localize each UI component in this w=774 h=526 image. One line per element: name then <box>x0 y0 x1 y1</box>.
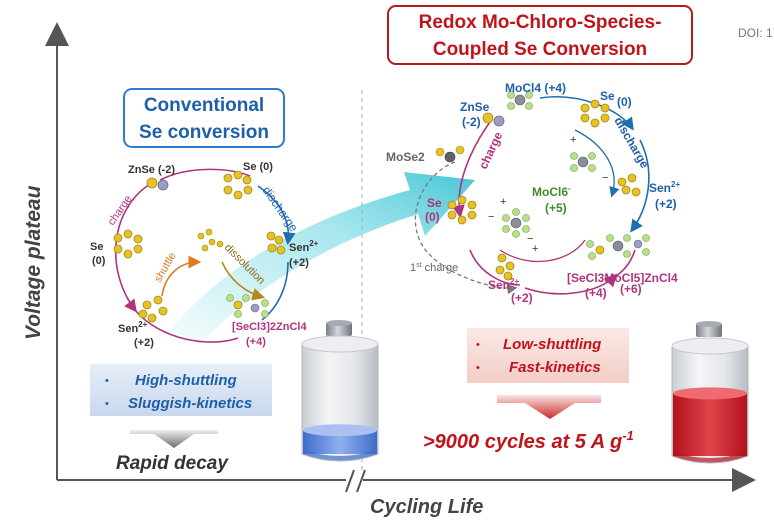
left-title-line1: Conventional <box>144 95 264 116</box>
right-title-line1: Redox Mo-Chloro-Species- <box>419 12 662 33</box>
left-bullet-dot-1: • <box>105 375 109 387</box>
right-panel: Redox Mo-Chloro-Species- Coupled Se Conv… <box>386 5 749 464</box>
left-result-text: Rapid decay <box>116 453 229 474</box>
shuttle-label: shuttle <box>152 250 179 284</box>
right-se-ring-left <box>447 195 477 225</box>
right-sen-bottom-label-1: Sen2+ <box>488 277 519 292</box>
left-se0-ring-left <box>113 229 143 259</box>
right-sen-right-molecule <box>617 173 641 197</box>
left-bullet-box <box>90 364 272 416</box>
right-mocl6-label-1: MoCl6- <box>532 184 571 199</box>
x-axis-label: Cycling Life <box>370 496 483 518</box>
right-bottom-arc <box>524 273 618 295</box>
left-bottom-arc <box>134 309 239 343</box>
left-title-line2: Se conversion <box>139 122 269 143</box>
right-bullet-dot-1: • <box>476 339 480 351</box>
right-title-line2: Coupled Se Conversion <box>433 39 647 60</box>
right-battery <box>671 321 749 464</box>
right-title-box <box>387 5 693 65</box>
right-discharge-label: discharge <box>611 115 652 171</box>
left-result-arrow <box>130 430 218 448</box>
right-discharge-arc <box>630 139 650 233</box>
left-sen-right-molecule <box>266 231 286 255</box>
shuttle-arrow <box>161 255 202 297</box>
left-secl3-label-1: [SeCl3]2ZnCl4 <box>232 321 307 333</box>
right-mose2-label: MoSe2 <box>386 150 425 164</box>
right-sen-bottom-label-2: (+2) <box>511 291 533 305</box>
right-bullet-2: Fast-kinetics <box>509 359 601 376</box>
left-znse-molecule <box>146 177 169 191</box>
right-znse-label-1: ZnSe <box>460 100 490 114</box>
first-charge-label: 1st charge <box>410 262 458 274</box>
left-title-box <box>123 88 285 148</box>
left-sen-bottom-label-2: (+2) <box>134 337 154 349</box>
left-se0-left-label-2: (0) <box>92 255 106 267</box>
left-znse-label: ZnSe (-2) <box>128 164 175 176</box>
right-sen-bottom-molecule <box>495 253 515 281</box>
electron-marker-5: + <box>532 243 538 255</box>
right-result-arrow <box>497 395 601 419</box>
left-sen-bottom-label-1: Sen2+ <box>118 320 148 335</box>
right-bullet-box <box>467 328 629 383</box>
right-bullet-1: Low-shuttling <box>503 336 601 353</box>
right-secl3mocl5-label: [SeCl3MoCl5]ZnCl4 <box>567 271 678 285</box>
left-discharge-label: discharge <box>260 184 301 235</box>
right-ox-b-label: (+6) <box>620 282 642 296</box>
left-se0-label: Se (0) <box>243 161 273 173</box>
left-discharge-arc <box>257 185 296 246</box>
y-axis-label: Voltage plateau <box>22 185 45 340</box>
right-se0-ring-top <box>580 99 610 128</box>
right-lower-right-arc <box>615 249 636 277</box>
left-sen-bottom-molecule <box>138 295 168 323</box>
axes <box>45 22 756 493</box>
electron-marker-4: − <box>488 211 494 223</box>
right-se0-label-2: (0) <box>617 95 632 109</box>
right-mocl-cluster-top <box>570 152 596 172</box>
left-bullet-dot-2: • <box>105 398 109 410</box>
left-top-arc <box>159 168 251 181</box>
left-sen-right-label-2: (+2) <box>289 257 309 269</box>
right-sen-right-label-2: (+2) <box>655 197 677 211</box>
right-se-left-label-1: Se <box>427 196 442 210</box>
axis-break-mark-1 <box>345 469 355 493</box>
electron-marker-2: − <box>602 172 608 184</box>
electron-marker-6: − <box>527 233 533 245</box>
right-inner-arc-2 <box>499 239 586 263</box>
left-bullet-1: High-shuttling <box>135 372 237 389</box>
left-secl3-label-2: (+4) <box>246 336 266 348</box>
right-znse-label-2: (-2) <box>462 115 481 129</box>
right-secl3mocl5-molecule <box>586 234 650 260</box>
left-se0-left-label-1: Se <box>90 241 103 253</box>
right-se0-label-1: Se <box>600 89 615 103</box>
right-mocl4-molecule <box>507 91 533 110</box>
right-ox-a-label: (+4) <box>585 286 607 300</box>
right-mocl4-label: MoCl4 (+4) <box>505 81 566 95</box>
right-znse-molecule <box>482 112 505 127</box>
right-result-text: >9000 cycles at 5 A g-1 <box>423 428 634 453</box>
first-charge-path <box>414 161 518 295</box>
right-mocl6-molecule <box>502 208 530 238</box>
right-mose2-molecule <box>435 145 465 163</box>
left-battery <box>301 320 379 462</box>
dissolution-arrow <box>221 261 266 301</box>
right-se-left-label-2: (0) <box>425 210 440 224</box>
electron-marker-3: + <box>500 196 506 208</box>
right-sen-right-label-1: Sen2+ <box>649 180 680 195</box>
right-battery-charge-level <box>673 393 747 456</box>
left-se0-ring-top <box>223 170 253 200</box>
axis-break-mark-2 <box>356 469 366 493</box>
right-mocl6-label-2: (+5) <box>545 201 567 215</box>
left-panel: Conventional Se conversion charge discha… <box>90 88 379 474</box>
right-inner-arc-1 <box>574 129 620 198</box>
left-sen-right-label-1: Sen2+ <box>289 239 319 254</box>
right-bullet-dot-2: • <box>476 362 480 374</box>
right-charge-arc <box>452 121 491 219</box>
left-battery-charge-level <box>303 430 377 454</box>
left-dissolution-fragments <box>197 228 224 252</box>
left-bullet-2: Sluggish-kinetics <box>128 395 252 412</box>
doi-label: DOI: 1 <box>738 26 773 40</box>
electron-marker-1: + <box>570 134 576 146</box>
